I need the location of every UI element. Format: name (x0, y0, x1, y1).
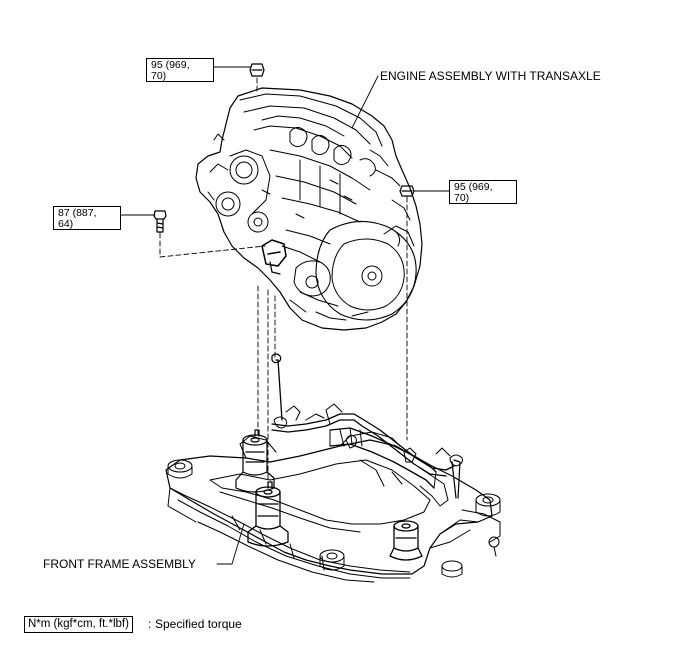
left-mount-bolt (153, 210, 167, 233)
torque-unit-legend: N*m (kgf*cm, ft.*lbf) (24, 616, 133, 633)
torque-spec-right: 95 (969, 70) (449, 180, 517, 204)
engine-assembly (195, 87, 423, 331)
torque-top-line2: 70) (151, 69, 167, 82)
torque-top-line1: 95 (969, (151, 59, 190, 71)
right-mount-nut (399, 185, 415, 197)
torque-spec-top: 95 (969, 70) (146, 58, 214, 82)
top-mount-nut (249, 63, 265, 77)
alignment-lines (159, 77, 408, 487)
engine-assembly-label: ENGINE ASSEMBLY WITH TRANSAXLE (380, 69, 601, 83)
left-frame-mount (235, 429, 275, 493)
right-frame-mount (389, 520, 423, 561)
torque-spec-left: 87 (887, 64) (53, 206, 121, 230)
leader-lines (120, 66, 450, 565)
torque-right-line1: 95 (969, (454, 181, 493, 193)
front-frame-assembly-label: FRONT FRAME ASSEMBLY (43, 557, 196, 571)
front-frame-assembly (165, 353, 501, 583)
legend-separator: : (148, 617, 152, 631)
center-frame-mount (247, 481, 289, 547)
legend-description: Specified torque (155, 617, 242, 631)
torque-left-line2: 64) (58, 217, 74, 230)
torque-right-line2: 70) (454, 191, 470, 204)
torque-left-line1: 87 (887, (58, 207, 97, 219)
